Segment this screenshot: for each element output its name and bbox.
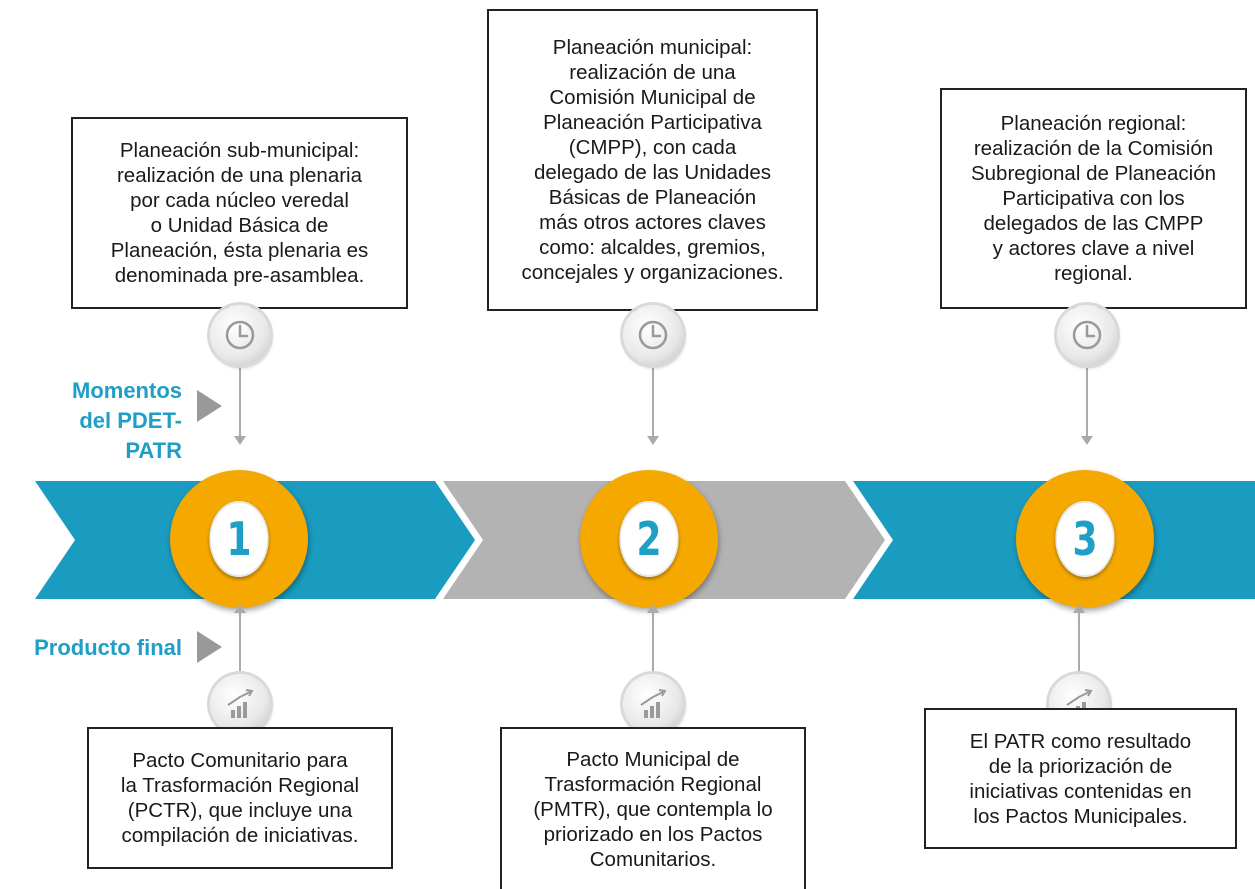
clock-icon [210, 305, 270, 365]
moment-box-2: Planeación municipal: realización de una… [487, 9, 818, 311]
moments-label: Momentos del PDET- PATR [72, 378, 182, 463]
step-marker-1: 1 [170, 470, 308, 608]
clock-icon [623, 305, 683, 365]
product-box-3: El PATR como resultado de la priorizació… [924, 708, 1237, 849]
moments-arrow-icon [197, 390, 222, 422]
moment-connector-arrow-1 [234, 436, 246, 445]
product-box-2: Pacto Municipal de Trasformación Regiona… [500, 727, 806, 889]
step-marker-3: 3 [1016, 470, 1154, 608]
product-connector-3 [1078, 612, 1080, 674]
product-connector-arrow-3 [1073, 604, 1085, 613]
moment-connector-3 [1086, 360, 1088, 438]
product-connector-arrow-2 [647, 604, 659, 613]
moment-box-3: Planeación regional: realización de la C… [940, 88, 1247, 309]
moment-connector-2 [652, 360, 654, 438]
product-connector-arrow-1 [234, 604, 246, 613]
step-marker-2: 2 [580, 470, 718, 608]
step-number-2: 2 [619, 501, 679, 577]
growth-chart-icon [210, 674, 270, 734]
moment-connector-arrow-2 [647, 436, 659, 445]
step-number-3: 3 [1055, 501, 1115, 577]
step-number-1: 1 [209, 501, 269, 577]
product-connector-1 [239, 612, 241, 674]
moment-box-1: Planeación sub-municipal: realización de… [71, 117, 408, 309]
moment-connector-1 [239, 360, 241, 438]
moment-connector-arrow-3 [1081, 436, 1093, 445]
growth-chart-icon [623, 674, 683, 734]
clock-icon [1057, 305, 1117, 365]
product-label: Producto final [34, 635, 182, 660]
product-box-1: Pacto Comunitario para la Trasformación … [87, 727, 393, 869]
product-arrow-icon [197, 631, 222, 663]
product-connector-2 [652, 612, 654, 674]
